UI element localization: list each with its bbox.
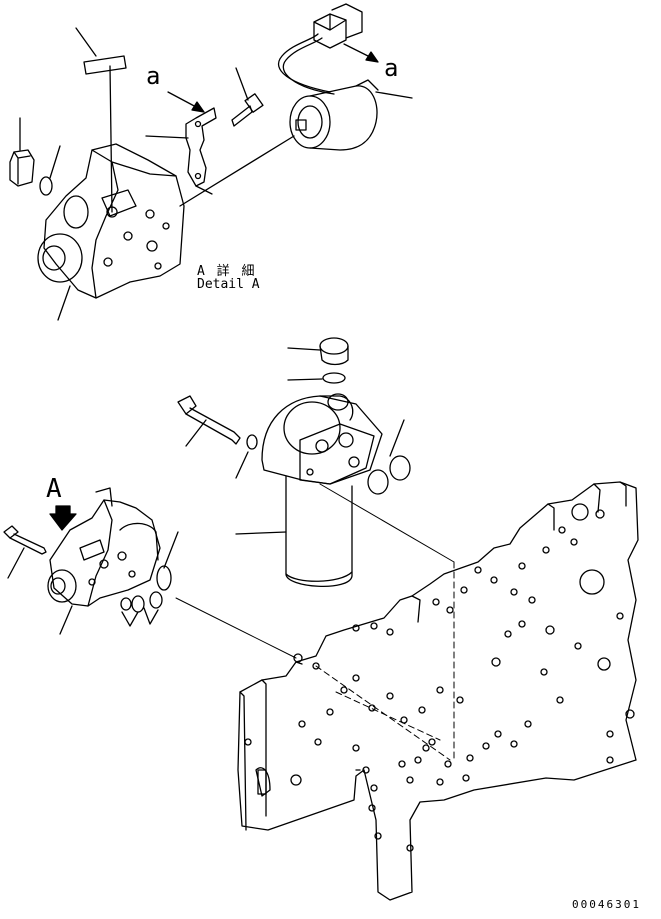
leader-line [235,67,249,101]
arrow-a-top [167,91,205,113]
assembly-lines-lower [175,483,455,761]
plug-upper [9,117,35,187]
leader-line [185,419,207,447]
leader-line [59,605,73,635]
gaskets-lower [120,531,179,627]
leader-line [375,91,413,99]
leader-line [235,531,287,535]
valve-assembly-lower [47,487,161,635]
bolt-small [231,67,264,127]
bolt-lower [3,525,47,579]
view-label-a: A [46,474,62,504]
leader-line [75,27,97,57]
arrow-a-right [343,43,379,63]
leader-line [287,347,321,351]
bracket [145,107,217,187]
leader-line [235,451,249,479]
leader-line [7,547,25,579]
bolt-long [177,395,241,447]
view-arrow-a [49,505,77,531]
oring-filter [287,372,346,384]
leader-line [57,285,71,321]
oring-upper [39,145,61,196]
valve-body-upper [37,143,185,321]
case-body [237,481,639,901]
connector [313,3,363,49]
washer [235,434,258,479]
gaskets-filter [367,419,411,495]
solenoid-upper [289,79,413,151]
leader-line [389,419,405,457]
leader-line [145,135,189,139]
label-plate [75,27,127,75]
plug-filter [287,337,349,366]
filter-assembly [235,393,383,587]
leader-line [163,531,179,569]
drawing-number: 00046301 [572,898,641,911]
reference-label-a-arrow: a [384,54,399,82]
detail-title-japanese: A 詳 細 [197,264,257,279]
leader-line [287,378,323,381]
leader-line [49,145,61,179]
wire-harness [277,33,335,95]
case-holes [244,503,635,852]
reference-label-a: a [146,62,161,90]
detail-title-english: Detail A [197,277,260,292]
assembly-lines-upper [109,65,295,213]
